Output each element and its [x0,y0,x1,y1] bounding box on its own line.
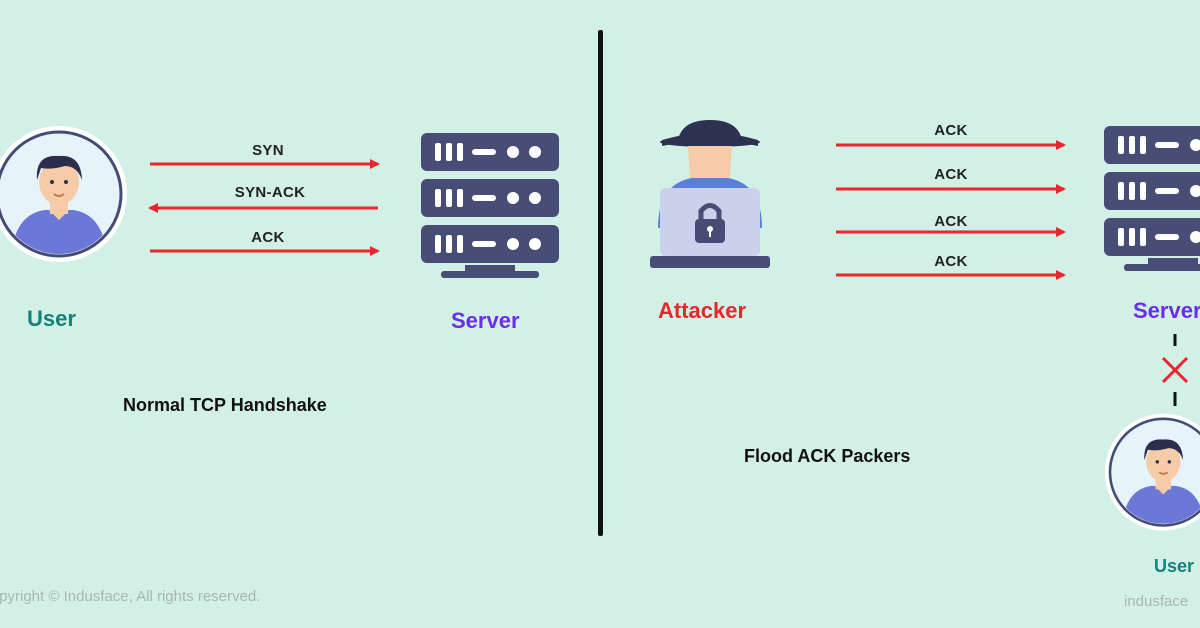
normal-handshake-caption: Normal TCP Handshake [123,395,327,415]
attacker-icon [650,120,770,268]
brand-watermark: indusface [1124,593,1189,610]
panel-divider [598,30,603,536]
flood-ack-label: ACK [934,253,968,270]
flood-ack-label: ACK [934,122,968,139]
attacker-label: Attacker [658,298,747,323]
handshake-arrows [148,159,380,256]
server-icon [421,133,561,283]
syn-label: SYN [252,142,284,159]
flood-arrows [836,140,1066,280]
server-label-right: Server [1133,298,1200,323]
user-label-right: User [1154,556,1195,576]
user-icon-right [1110,424,1200,544]
syn-ack-label: SYN-ACK [234,184,306,201]
blocked-connection [1161,334,1189,406]
flood-ack-label: ACK [934,213,968,230]
flood-ack-caption: Flood ACK Packers [744,446,911,466]
user-label: User [27,306,76,331]
server-label: Server [451,308,520,333]
flood-ack-label: ACK [934,166,968,183]
server-icon-right [1104,126,1200,276]
ack-label: ACK [251,229,285,246]
copyright-text: Copyright © Indusface, All rights reserv… [0,588,261,605]
